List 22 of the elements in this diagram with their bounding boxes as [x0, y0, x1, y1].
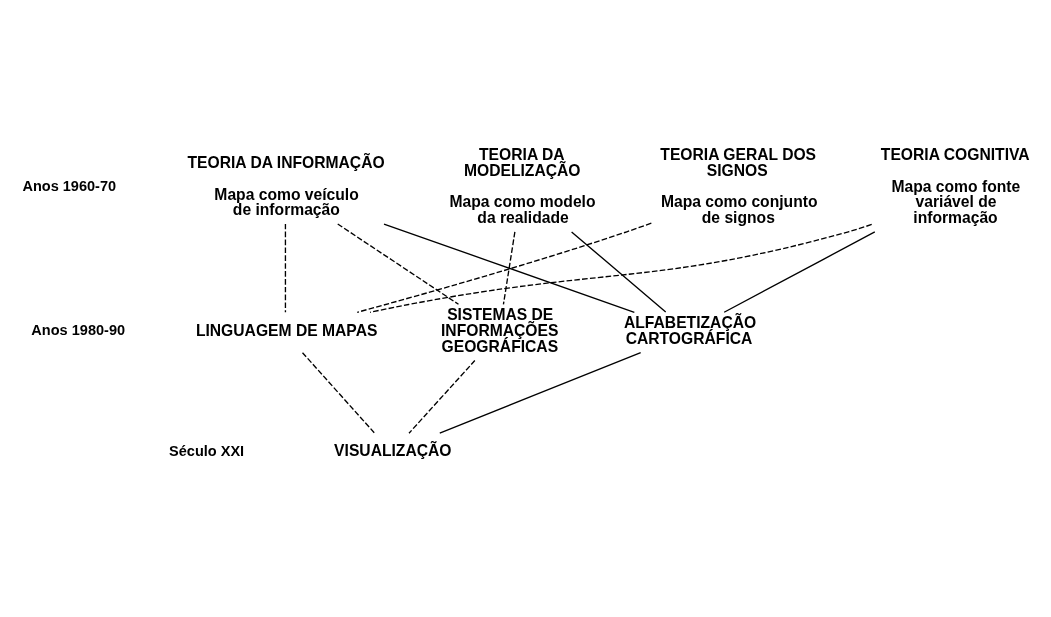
node-text: TEORIA GERAL DOS SIGNOS Mapa como conjunto de signos	[660, 145, 818, 226]
label: Anos 1980-90	[31, 321, 126, 338]
connector	[337, 222, 460, 305]
connector	[439, 351, 642, 434]
node-text: TEORIA COGNITIVA Mapa como fonte variável de informação	[880, 145, 1030, 226]
node-text: TEORIA DA MODELIZAÇÃO Mapa como modelo da realidade	[449, 145, 596, 226]
connector	[408, 359, 476, 434]
connector	[284, 222, 287, 313]
connector	[369, 223, 873, 313]
connector	[502, 230, 516, 305]
node-text: LINGUAGEM DE MAPAS	[195, 321, 378, 339]
connector	[356, 221, 652, 313]
node-text: VISUALIZAÇÃO	[334, 441, 452, 459]
node-text: ALFABETIZAÇÃO CARTOGRÁFICA	[623, 313, 757, 347]
label: Século XXI	[169, 442, 245, 459]
node-text: TEORIA DA INFORMAÇÃO Mapa como veículo de informação	[187, 153, 385, 218]
connector	[570, 230, 667, 313]
connector	[383, 222, 635, 313]
connector	[301, 351, 376, 434]
label: Anos 1960-70	[22, 177, 117, 194]
node-text: SISTEMAS DE INFORMAÇÕES GEOGRÁFICAS	[441, 305, 559, 355]
connector	[723, 230, 876, 313]
